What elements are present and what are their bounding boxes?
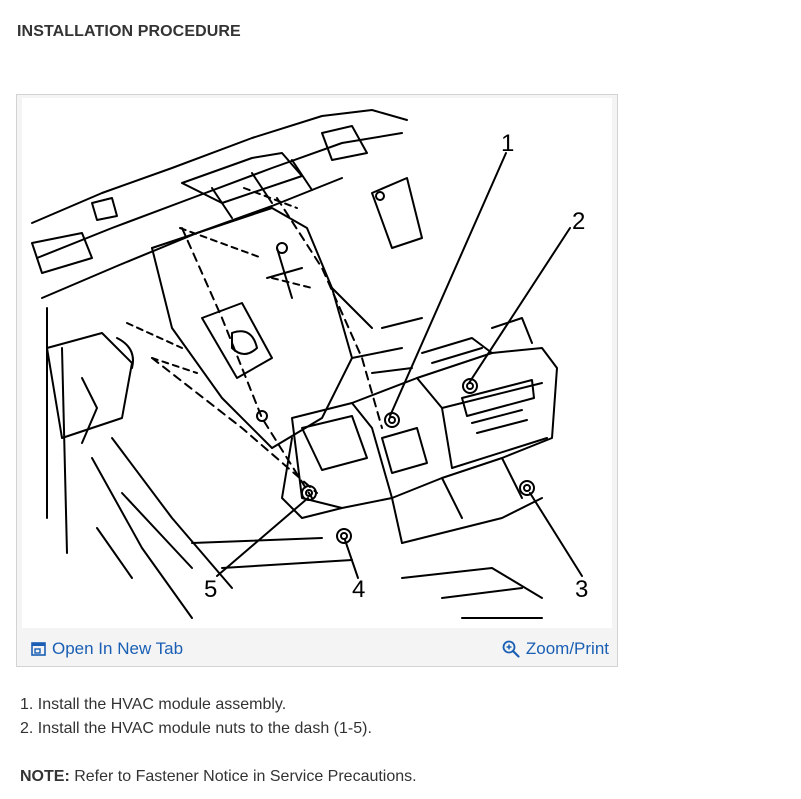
callout-2: 2 xyxy=(572,208,585,235)
open-new-tab-icon xyxy=(31,642,46,656)
open-in-new-tab-link[interactable]: Open In New Tab xyxy=(31,639,183,659)
callout-3: 3 xyxy=(575,576,588,603)
figure-footer: Open In New Tab Zoom/Print xyxy=(17,631,617,665)
note-text: Refer to Fastener Notice in Service Prec… xyxy=(69,768,417,785)
figure-container: 1 2 3 4 5 Open In New Tab xyxy=(16,94,618,667)
step-item: 2. Install the HVAC module nuts to the d… xyxy=(20,720,372,737)
zoom-print-label: Zoom/Print xyxy=(525,639,609,658)
note-label: NOTE: xyxy=(20,768,70,785)
callout-4: 4 xyxy=(352,576,365,603)
callout-5: 5 xyxy=(204,576,217,603)
step-item: 1. Install the HVAC module assembly. xyxy=(20,696,287,713)
page-heading: INSTALLATION PROCEDURE xyxy=(17,23,241,40)
hvac-module-diagram[interactable]: 1 2 3 4 5 xyxy=(22,98,612,628)
callout-1: 1 xyxy=(501,130,514,157)
procedure-steps: 1. Install the HVAC module assembly. 2. … xyxy=(20,693,372,741)
zoom-icon xyxy=(502,640,520,658)
diagram-drawing: 1 2 3 4 5 xyxy=(31,109,588,619)
open-new-tab-label: Open In New Tab xyxy=(52,639,184,658)
fastener-note: NOTE: Refer to Fastener Notice in Servic… xyxy=(20,768,417,786)
zoom-print-link[interactable]: Zoom/Print xyxy=(502,639,609,659)
